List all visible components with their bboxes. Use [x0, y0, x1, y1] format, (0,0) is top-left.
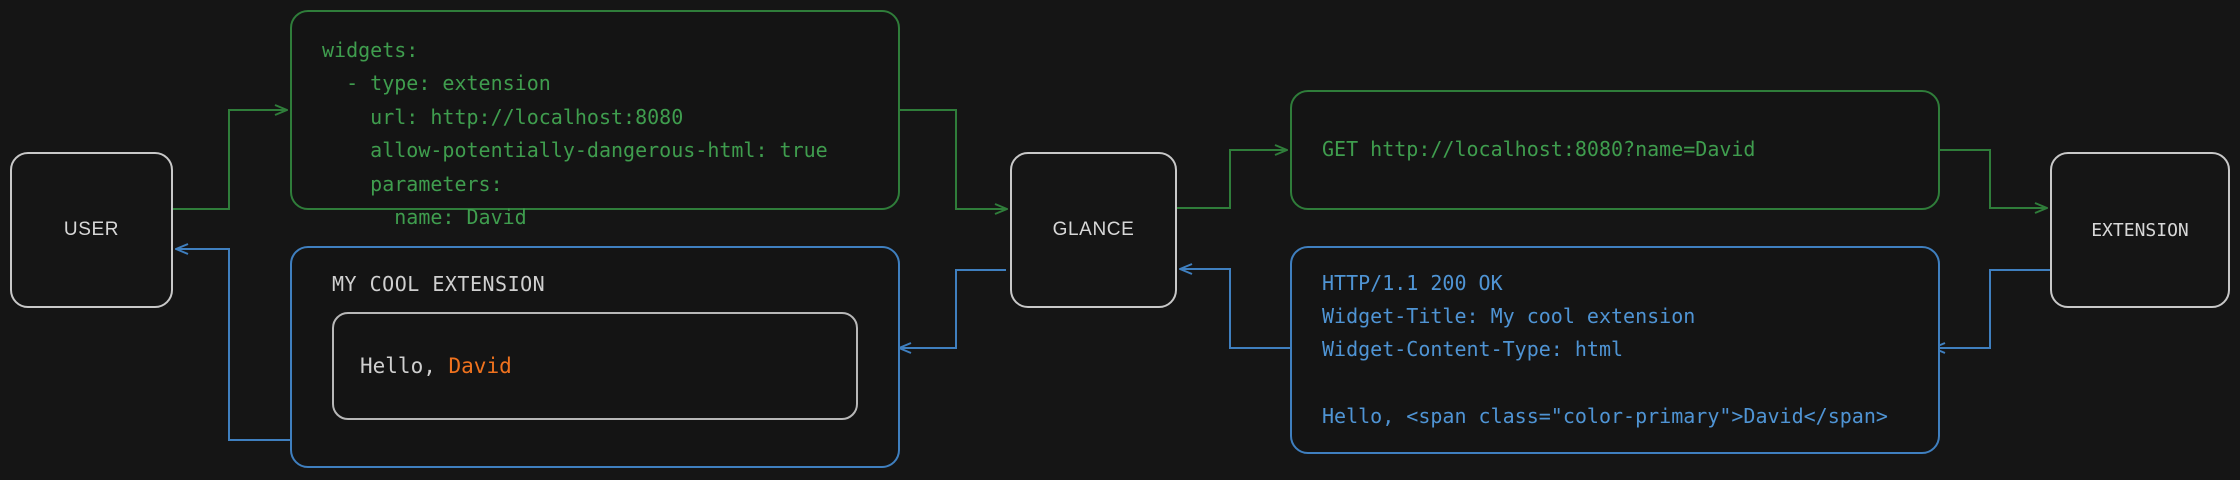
rendered-widget-greeting: Hello, David — [360, 354, 512, 378]
edge-user-to-config — [173, 110, 286, 210]
http-request-code: GET http://localhost:8080?name=David — [1322, 137, 1756, 162]
edge-extension-to-response — [1934, 269, 2050, 348]
node-glance[interactable]: GLANCE — [1010, 152, 1177, 308]
greeting-prefix: Hello, — [360, 354, 449, 378]
http-response-code: HTTP/1.1 200 OK Widget-Title: My cool ex… — [1322, 270, 1888, 429]
http-request-box: GET http://localhost:8080?name=David — [1290, 90, 1940, 210]
greeting-name: David — [448, 354, 512, 378]
edge-widget-to-user — [177, 249, 290, 441]
edge-response-to-glance — [1181, 269, 1290, 349]
node-extension-label: EXTENSION — [2091, 219, 2189, 241]
edge-config-to-glance — [900, 109, 1006, 209]
node-extension[interactable]: EXTENSION — [2050, 152, 2230, 308]
edge-request-to-extension — [1940, 149, 2046, 208]
config-yaml-code: widgets: - type: extension url: http://l… — [322, 38, 828, 229]
rendered-widget-title: MY COOL EXTENSION — [332, 272, 546, 296]
rendered-widget-content: Hello, David — [332, 312, 858, 420]
edge-glance-to-widget — [900, 269, 1006, 348]
config-yaml-box: widgets: - type: extension url: http://l… — [290, 10, 900, 229]
node-glance-label: GLANCE — [1052, 219, 1135, 240]
node-user-label: USER — [63, 219, 120, 240]
node-user[interactable]: USER — [10, 152, 173, 308]
edge-glance-to-request — [1177, 150, 1286, 209]
http-response-box: HTTP/1.1 200 OK Widget-Title: My cool ex… — [1290, 246, 1940, 454]
rendered-widget-box: MY COOL EXTENSION Hello, David — [290, 246, 900, 468]
